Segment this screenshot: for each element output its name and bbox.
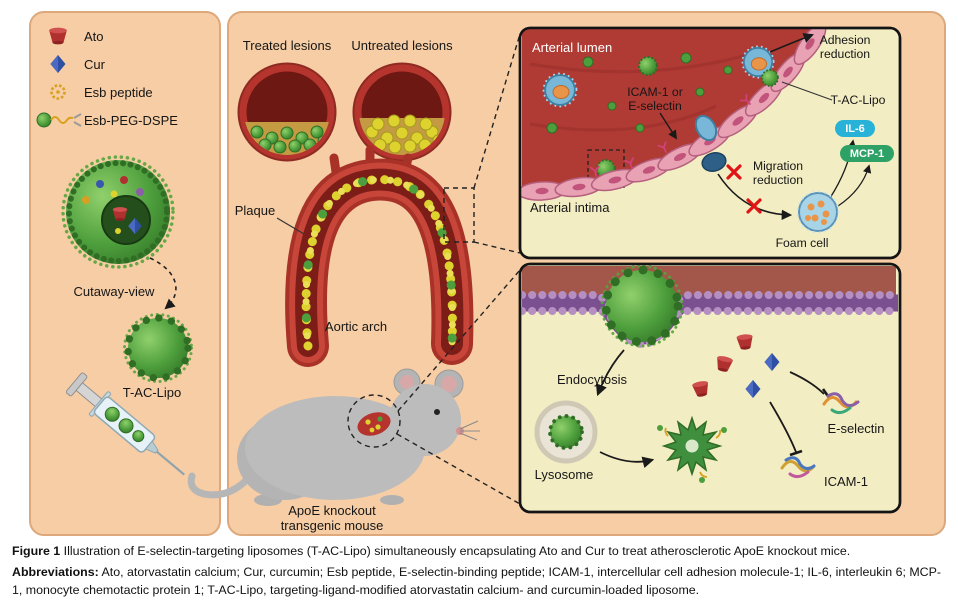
- cutaway-view-label: Cutaway-view: [74, 284, 156, 299]
- t-ac-lipo-right-label: T-AC-Lipo: [831, 93, 886, 107]
- cutaway-to-liposome-arrow: [149, 257, 177, 310]
- t-ac-lipo-liposome: [123, 313, 193, 383]
- aortic-arch-label: Aortic arch: [325, 319, 387, 334]
- endocytosis-arrow: [595, 349, 625, 397]
- treated-lesion: [237, 62, 337, 162]
- icam1-label: ICAM-1: [824, 474, 868, 489]
- foam-cell-label: Foam cell: [776, 236, 829, 250]
- untreated-lesions-label: Untreated lesions: [351, 38, 453, 53]
- arterial-intima-label: Arterial intima: [530, 200, 610, 215]
- aortic-arch: [306, 145, 452, 346]
- endocytosing-liposome: [600, 264, 684, 348]
- burst-liposome: [657, 415, 727, 483]
- icam-selectin-line2: E-selectin: [628, 99, 682, 113]
- lysosome-release-arrow: [599, 451, 655, 468]
- mouse-tail: [187, 462, 262, 499]
- lysosome: [534, 400, 598, 464]
- legend-label-cur: Cur: [84, 57, 106, 72]
- t-ac-lipo-label: T-AC-Lipo: [123, 385, 182, 400]
- zoom-dashes-mouse: [396, 269, 521, 505]
- monocyte-squeezing: [694, 114, 718, 142]
- e-selectin-protein: [822, 392, 860, 415]
- il6-label: IL-6: [845, 123, 865, 135]
- adhesion-line2: reduction: [820, 47, 870, 61]
- legend-label-ato: Ato: [84, 29, 104, 44]
- circulating-liposomes: [546, 52, 733, 134]
- caption-line-figure: Figure 1 Illustration of E-selectin-targ…: [12, 542, 946, 561]
- icam-pointer-arrow: [659, 112, 677, 140]
- migration-line2: reduction: [753, 173, 803, 187]
- inhibit-icam1-line: [769, 401, 797, 453]
- cutaway-liposome: [61, 155, 175, 269]
- legend-label-esb: Esb peptide: [84, 85, 153, 100]
- lumen-liposome: [637, 55, 659, 77]
- mcp1-badge: [840, 145, 894, 162]
- plaque-pointer-line: [276, 217, 305, 235]
- inhibit-eselectin-line: [789, 371, 825, 395]
- migration-arrow: [717, 173, 793, 221]
- lysosome-label: Lysosome: [535, 467, 594, 482]
- caption-line-abbreviations: Abbreviations: Ato, atorvastatin calcium…: [12, 563, 946, 600]
- figure-caption: Figure 1 Illustration of E-selectin-targ…: [0, 538, 958, 606]
- lumen-panel: IL-6 MCP-1 Arterial lumen ICAM-1 or E-se…: [518, 26, 902, 260]
- mouse: [187, 368, 480, 506]
- plaque-label: Plaque: [235, 203, 275, 218]
- figure-caption-text: Illustration of E-selectin-targeting lip…: [63, 544, 851, 558]
- cell-panel: Endocytosis Lysosome: [518, 262, 902, 514]
- mouse-plaque-patch: [357, 412, 391, 436]
- icam-selectin-line1: ICAM-1 or: [627, 85, 683, 99]
- adhesion-line1: Adhesion: [820, 33, 871, 47]
- transmigrated-monocyte: [701, 152, 727, 172]
- abbreviations-label: Abbreviations:: [12, 564, 99, 579]
- figure-illustration: Ato Cur Esb peptide Esb-PEG-DSPE Cutaway…: [29, 11, 946, 536]
- il6-badge: [835, 120, 875, 137]
- icam1-protein: [780, 456, 816, 479]
- wall-liposome: [761, 69, 779, 87]
- arterial-lumen-label: Arterial lumen: [532, 40, 612, 55]
- mcp1-label: MCP-1: [850, 148, 884, 160]
- t-ac-lipo-pointer: [781, 81, 833, 101]
- syringe: [65, 372, 185, 476]
- treated-lesions-label: Treated lesions: [243, 38, 332, 53]
- left-panel: Ato Cur Esb peptide Esb-PEG-DSPE Cutaway…: [29, 11, 221, 536]
- figure-number-label: Figure 1: [12, 544, 61, 558]
- abbreviations-text: Ato, atorvastatin calcium; Cur, curcumin…: [12, 564, 942, 598]
- zoom-circle-mouse: [347, 394, 401, 448]
- adhesion-arrow: [769, 33, 814, 53]
- zoom-dashes-arch: [443, 33, 521, 254]
- mouse-label-line2: transgenic mouse: [281, 518, 384, 533]
- mouse-label-line1: ApoE knockout: [288, 503, 376, 518]
- endocytosis-label: Endocytosis: [557, 372, 628, 387]
- untreated-lesion: [352, 62, 452, 162]
- migration-line1: Migration: [753, 159, 803, 173]
- foam-to-mcp1-arrow: [837, 164, 872, 207]
- legend-label-peg: Esb-PEG-DSPE: [84, 113, 178, 128]
- legend: Ato Cur Esb peptide Esb-PEG-DSPE: [36, 27, 178, 128]
- e-selectin-label: E-selectin: [827, 421, 884, 436]
- inhibit-icam1-bar: [789, 449, 803, 457]
